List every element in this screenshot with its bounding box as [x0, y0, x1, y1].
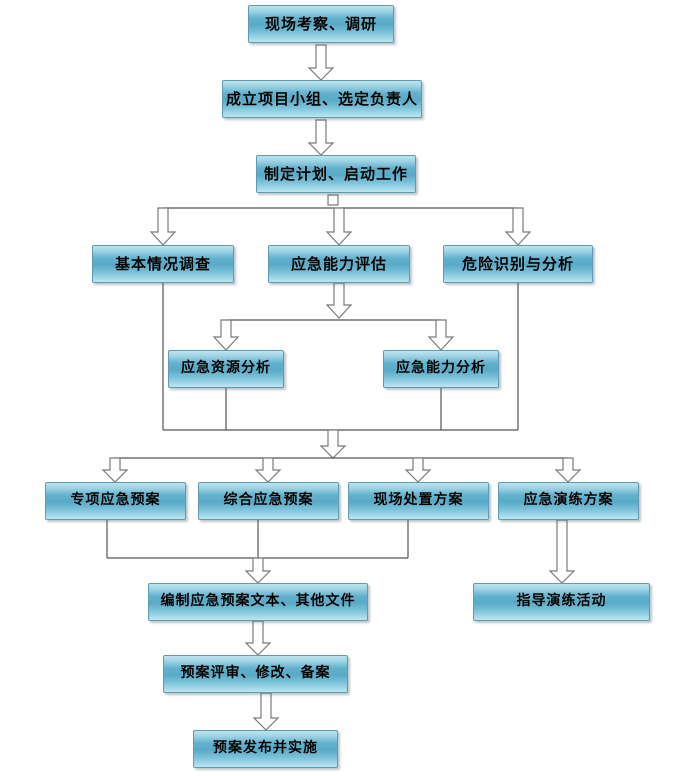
node-label: 危险识别与分析 [461, 254, 574, 273]
edge-merge-b [106, 520, 409, 584]
edge-n13-n15 [244, 620, 272, 656]
edge-splitbar-plans [101, 457, 582, 483]
node-emergency-resource-analysis[interactable]: 应急资源分析 [168, 350, 284, 388]
node-onsite-disposal-plan[interactable]: 现场处置方案 [348, 482, 489, 520]
node-emergency-drill-plan[interactable]: 应急演练方案 [498, 482, 639, 520]
edge-n15-n16 [252, 692, 280, 731]
node-label: 成立项目小组、选定负责人 [225, 89, 418, 108]
node-basic-situation-survey[interactable]: 基本情况调查 [92, 245, 234, 283]
node-special-emergency-plan[interactable]: 专项应急预案 [45, 482, 186, 520]
edge-n2-n3 [307, 119, 335, 156]
node-plan-release-implement[interactable]: 预案发布并实施 [193, 730, 338, 768]
edge-n3-splitbar [149, 194, 532, 246]
node-emergency-capability-analysis[interactable]: 应急能力分析 [383, 350, 499, 388]
edge-n12-n14 [548, 519, 576, 584]
node-label: 制定计划、启动工作 [263, 164, 408, 183]
node-label: 预案评审、修改、备案 [180, 665, 331, 682]
node-comprehensive-emergency-plan[interactable]: 综合应急预案 [198, 482, 339, 520]
node-emergency-capability-assessment[interactable]: 应急能力评估 [268, 245, 410, 283]
node-form-project-team[interactable]: 成立项目小组、选定负责人 [222, 80, 422, 118]
node-site-survey[interactable]: 现场考察、调研 [248, 5, 394, 43]
node-label: 应急能力评估 [290, 254, 387, 273]
node-label: 应急能力分析 [396, 360, 486, 377]
node-guide-drill-activities[interactable]: 指导演练活动 [473, 583, 650, 621]
node-label: 应急演练方案 [523, 492, 614, 509]
edge-merge-a [162, 283, 519, 459]
node-label: 综合应急预案 [223, 492, 314, 509]
node-plan-review-revise-file[interactable]: 预案评审、修改、备案 [163, 655, 348, 693]
node-compile-plan-text-documents[interactable]: 编制应急预案文本、其他文件 [148, 583, 368, 621]
node-label: 指导演练活动 [516, 593, 607, 610]
edge-n5-splitbar [212, 282, 455, 351]
edge-n1-n2 [307, 44, 335, 81]
node-label: 现场处置方案 [373, 492, 464, 509]
node-label: 现场考察、调研 [264, 14, 377, 33]
node-label: 预案发布并实施 [213, 740, 318, 757]
node-label: 应急资源分析 [181, 360, 271, 377]
node-label: 编制应急预案文本、其他文件 [160, 593, 356, 610]
node-label: 基本情况调查 [114, 254, 211, 273]
node-label: 专项应急预案 [70, 492, 161, 509]
node-hazard-identification-analysis[interactable]: 危险识别与分析 [443, 245, 593, 283]
node-make-plan-start-work[interactable]: 制定计划、启动工作 [256, 155, 416, 193]
